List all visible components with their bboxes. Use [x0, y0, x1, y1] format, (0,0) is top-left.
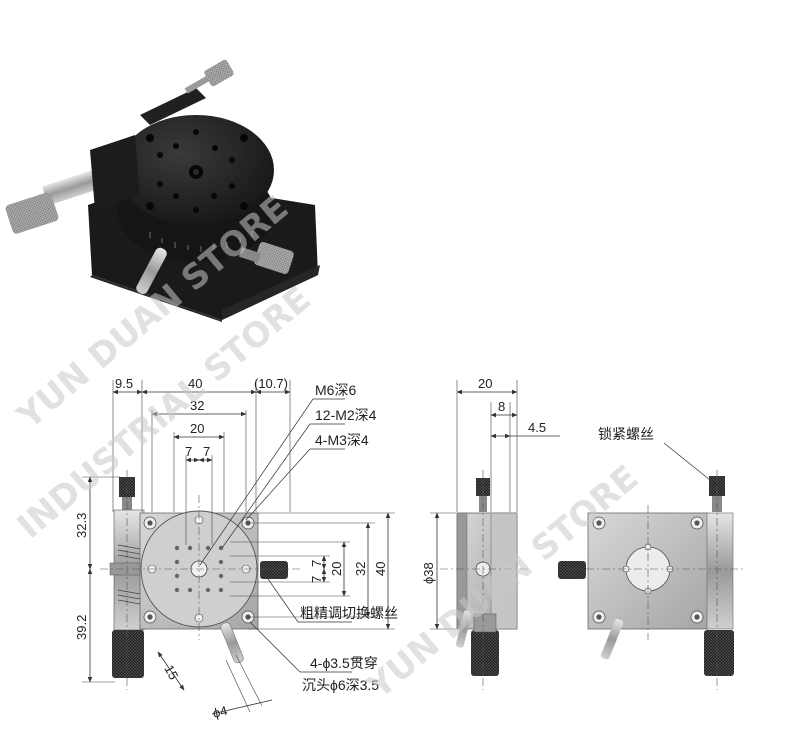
dim-bottom-phi4: ϕ4: [211, 703, 229, 721]
dim-side-phi38: ϕ38: [421, 562, 436, 584]
dim-top-7b: 7: [203, 444, 210, 459]
bottom-view-side-knob: [558, 561, 586, 579]
bottom-view-drawing: 锁紧螺丝: [558, 426, 745, 690]
top-knurled-knob: [204, 59, 234, 87]
side-knurled-knob: [254, 242, 294, 274]
bottom-view-side-rail: [706, 512, 734, 630]
dim-right-7b: 7: [309, 576, 324, 583]
dim-right-20: 20: [329, 562, 344, 576]
top-bracket: [140, 88, 206, 125]
dim-top-7a: 7: [185, 444, 192, 459]
base-block-front: [90, 275, 222, 322]
dim-right-40: 40: [373, 562, 388, 576]
dim-top-32: 32: [190, 398, 204, 413]
top-view-drawing: 9.5 40 (10.7) 32 20 7 7 32.3 39.2 7 7 20…: [74, 376, 398, 721]
top-view-micrometer-knob: [112, 630, 144, 678]
disc-scale: [149, 231, 253, 252]
dim-right-32: 32: [353, 562, 368, 576]
product-photo: [5, 59, 320, 322]
dim-bottom-15: 15: [161, 662, 181, 682]
side-view-knob: [471, 630, 499, 676]
callout-m3: 4-M3深4: [315, 432, 369, 448]
callout-thru-holes: 4-ϕ3.5贯穿: [310, 655, 378, 671]
micrometer-barrel: [42, 169, 101, 206]
disc-holes: [146, 129, 248, 213]
bottom-view-lever: [600, 618, 624, 660]
side-screw-shaft: [238, 247, 262, 263]
bottom-view-knob: [704, 630, 734, 676]
dim-top-9-5: 9.5: [115, 376, 133, 391]
micrometer-mount: [90, 135, 140, 210]
lock-lever: [136, 247, 167, 295]
dim-top-10-7: (10.7): [254, 376, 288, 391]
side-view-drawing: 20 8 4.5 ϕ38: [421, 376, 560, 690]
callout-m2: 12-M2深4: [315, 407, 377, 423]
micrometer-thimble: [5, 192, 59, 234]
callout-counterbore: 沉头ϕ6深3.5: [302, 677, 379, 693]
lock-screw-leader: [663, 442, 716, 485]
corner-holes: [143, 516, 255, 624]
dim-left-32-3: 32.3: [74, 513, 89, 538]
m2-holes: [174, 545, 224, 593]
side-view-lever: [455, 610, 472, 648]
callout-m6: M6深6: [315, 382, 356, 398]
dim-side-20: 20: [478, 376, 492, 391]
callout-coarse-fine: 粗精调切换螺丝: [300, 605, 398, 621]
base-block-side: [222, 265, 320, 320]
dim-side-4-5: 4.5: [528, 420, 546, 435]
top-view-side-knob: [260, 561, 288, 579]
callout-leaders: [199, 398, 352, 673]
dim-right-7: 7: [309, 560, 324, 567]
dim-left-39-2: 39.2: [74, 615, 89, 640]
dim-top-20: 20: [190, 421, 204, 436]
callout-lock-screw: 锁紧螺丝: [598, 426, 654, 442]
dim-top-40: 40: [188, 376, 202, 391]
dim-side-8: 8: [498, 399, 505, 414]
